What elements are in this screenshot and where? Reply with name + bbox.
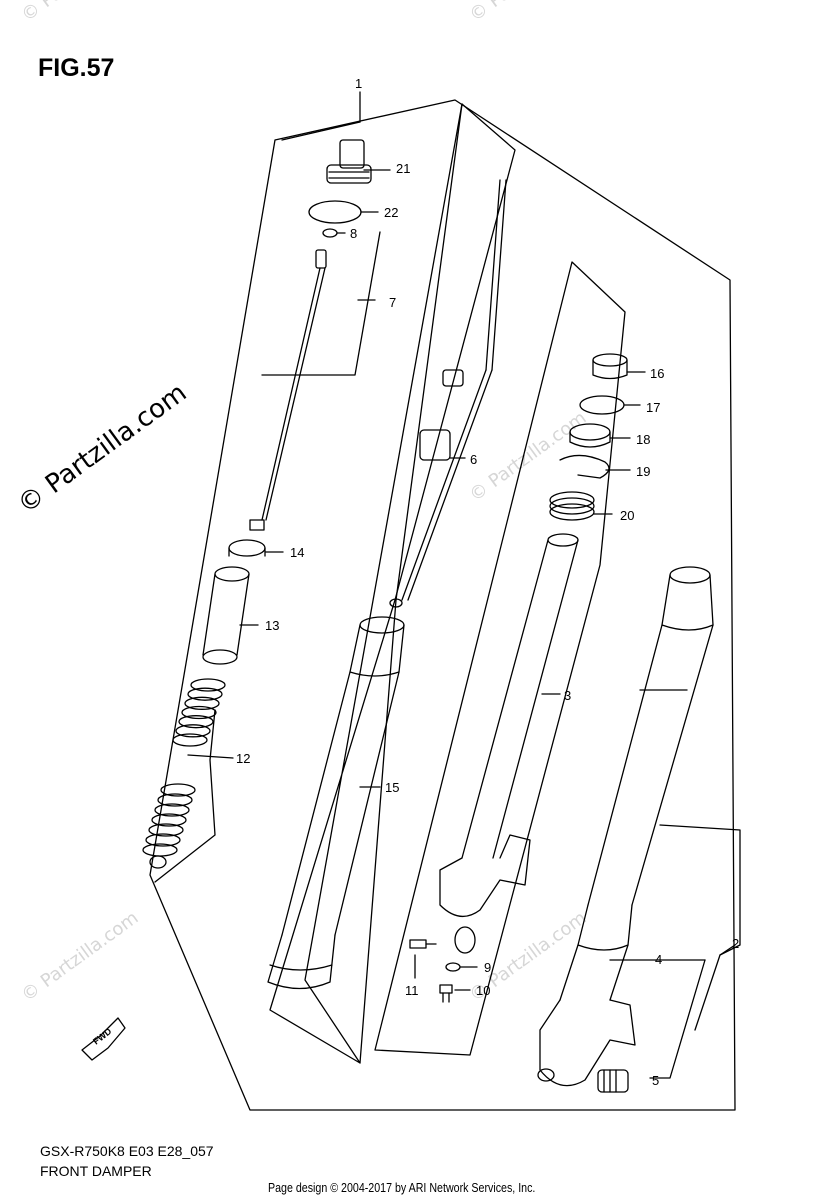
damper-rod <box>249 249 327 531</box>
callout-leader <box>281 121 361 141</box>
callout-label: 10 <box>476 983 490 998</box>
spring-coil <box>151 813 187 827</box>
callout-label: 19 <box>636 464 650 479</box>
bolt-10 <box>439 984 471 1003</box>
spring-coil <box>190 678 226 692</box>
oil-seal-parts <box>549 353 646 521</box>
direction-arrow <box>81 1017 126 1061</box>
credit-line: Page design © 2004-2017 by ARI Network S… <box>268 1180 536 1195</box>
callout-label: 6 <box>470 452 477 467</box>
callout-leader <box>719 944 736 956</box>
spring-coil <box>184 696 220 710</box>
callout-label: 1 <box>355 76 362 91</box>
spring-coil <box>187 687 223 701</box>
callout-label: 4 <box>655 952 662 967</box>
washer-9 <box>445 962 461 972</box>
inner-tube <box>267 616 405 990</box>
callout-leader <box>154 709 216 883</box>
adjuster-5 <box>597 1069 629 1093</box>
callout-label: 13 <box>265 618 279 633</box>
callout-label: 18 <box>636 432 650 447</box>
spring-coil <box>178 715 214 729</box>
callout-leader <box>649 959 706 1079</box>
callout-label: 5 <box>652 1073 659 1088</box>
callout-label: 11 <box>405 983 419 998</box>
figure-title: FIG.57 <box>38 54 115 82</box>
callout-leader <box>261 231 381 376</box>
callout-label: 7 <box>389 295 396 310</box>
callout-label: 17 <box>646 400 660 415</box>
section-name: FRONT DAMPER <box>40 1163 152 1179</box>
assembly-outline <box>149 99 736 1111</box>
spring-coil <box>157 793 193 807</box>
callout-label: 22 <box>384 205 398 220</box>
callout-label: 3 <box>564 688 571 703</box>
inner-assembly-outline <box>269 103 516 1064</box>
callout-label: 20 <box>620 508 634 523</box>
callout-label: 2 <box>732 936 739 951</box>
spring-coil <box>172 733 208 747</box>
callout-label: 8 <box>350 226 357 241</box>
outer-tube-outline <box>374 261 626 1056</box>
fork-spring <box>142 783 196 869</box>
spring-coil <box>175 724 211 738</box>
o-ring <box>308 200 362 224</box>
model-code: GSX-R750K8 E03 E28_057 <box>40 1143 214 1159</box>
direction-label: FWD <box>91 1026 114 1047</box>
callout-label: 21 <box>396 161 410 176</box>
callout-label: 14 <box>290 545 304 560</box>
outer-tube <box>439 533 579 954</box>
fork-spring <box>172 678 226 747</box>
spring-coil <box>154 803 190 817</box>
callout-leader <box>659 824 741 1031</box>
washer <box>322 228 338 238</box>
spring-coil <box>145 833 181 847</box>
spring-nut <box>149 855 167 869</box>
spring-coil <box>181 705 217 720</box>
spring-coil <box>148 823 184 837</box>
adjuster-cap <box>326 139 391 184</box>
spring-coil <box>160 783 196 797</box>
callout-label: 16 <box>650 366 664 381</box>
cartridge-rod <box>389 179 507 608</box>
cap-bolt-11 <box>409 939 437 979</box>
callout-label: 12 <box>236 751 250 766</box>
callout-label: 9 <box>484 960 491 975</box>
spring-seat <box>228 539 266 557</box>
spring-spacer <box>202 566 259 665</box>
callout-label: 15 <box>385 780 399 795</box>
fork-assembly <box>537 566 714 1087</box>
inner-assembly-edge <box>359 103 463 1064</box>
